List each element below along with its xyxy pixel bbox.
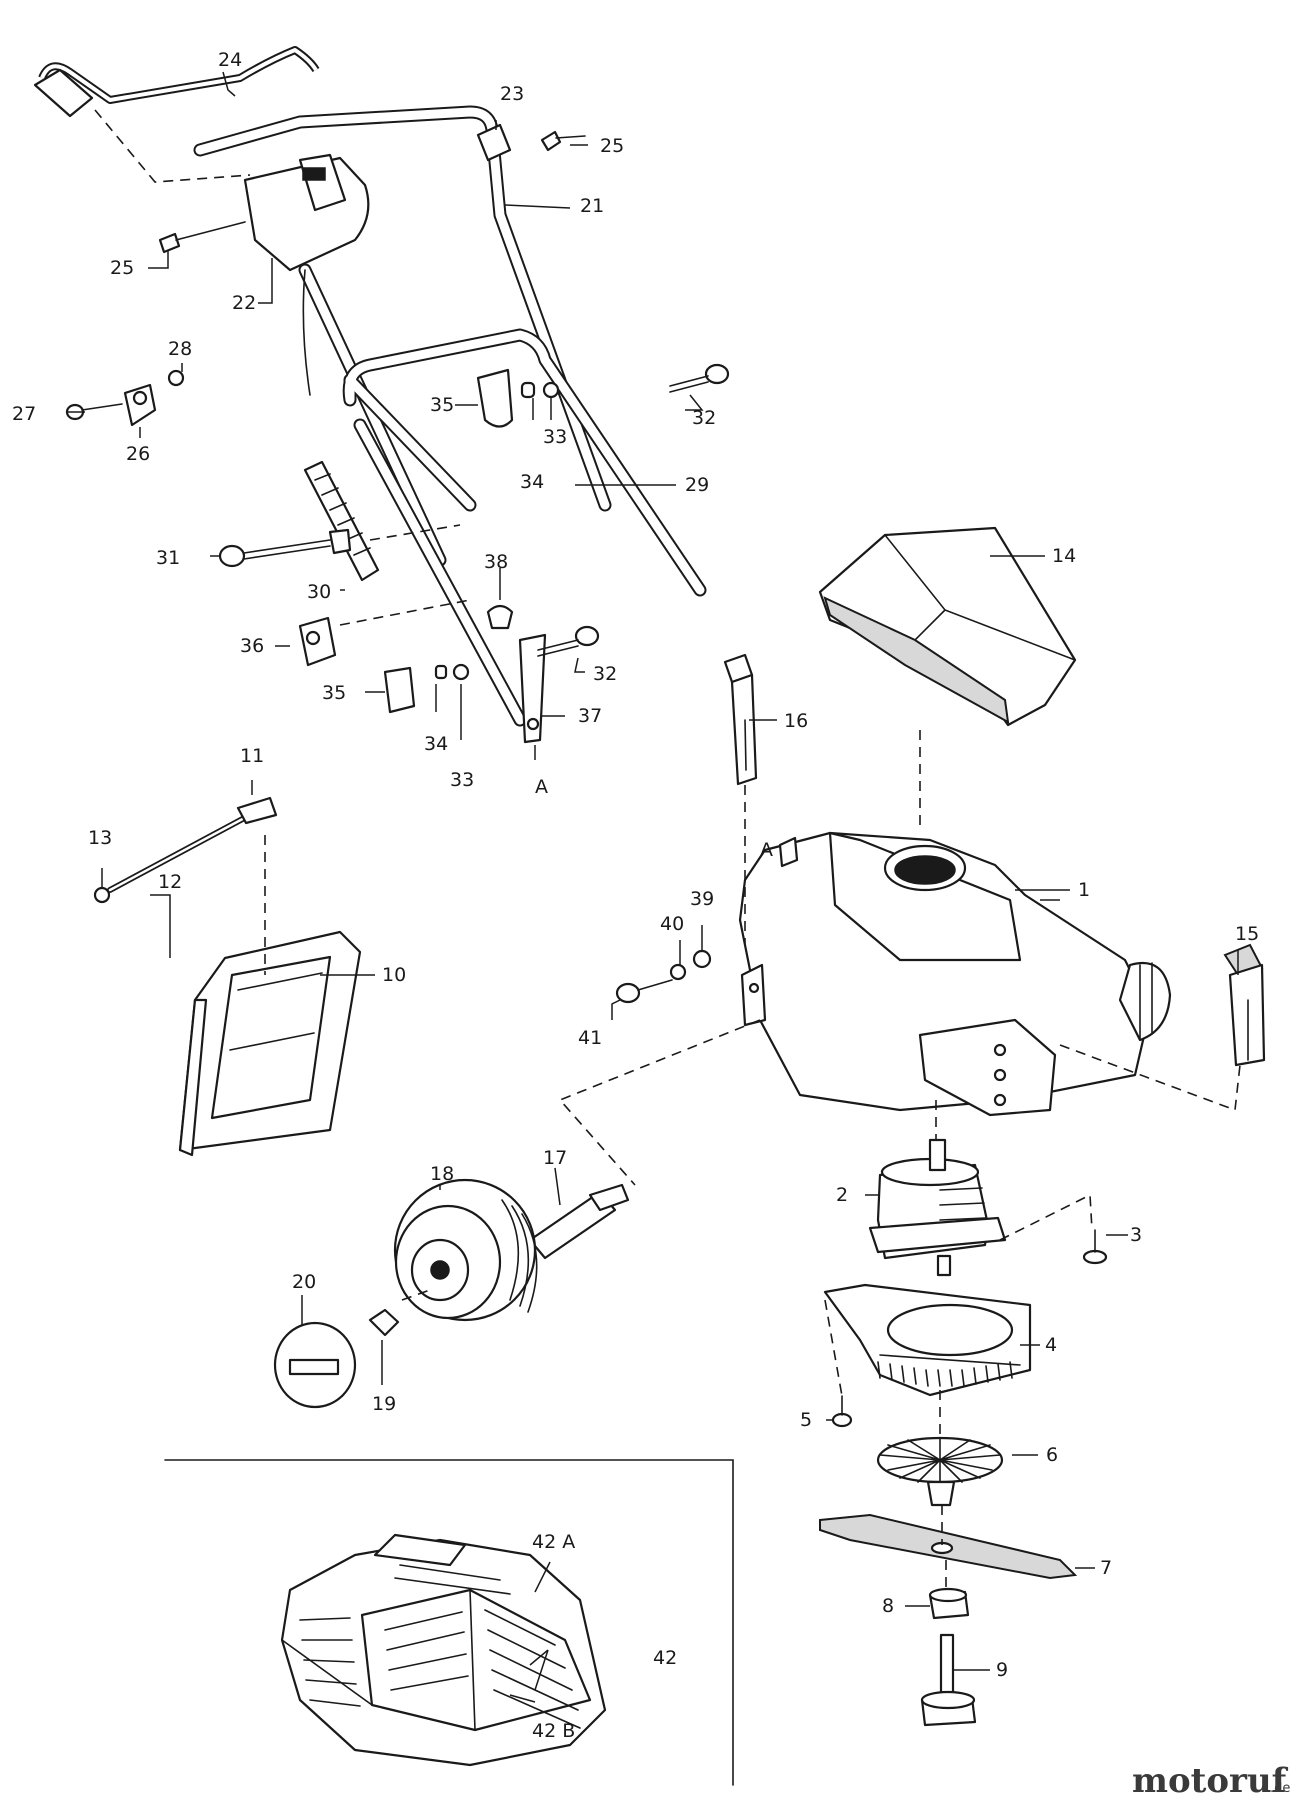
hardware-deck-bolts: [615, 949, 712, 1004]
callout-21: 21: [580, 195, 604, 217]
part-nut-19: [368, 1308, 400, 1337]
callout-30: 30: [307, 581, 331, 603]
callout-31: 31: [156, 547, 180, 569]
callout-6: 6: [1046, 1444, 1058, 1466]
callout-26: 26: [126, 443, 150, 465]
part-grass-box-lid-14: [818, 526, 1077, 727]
hardware-screw-3: [1082, 1229, 1108, 1265]
callout-33-upper: 33: [543, 426, 567, 448]
part-hub-8: [928, 1587, 970, 1620]
callout-25-left: 25: [110, 257, 134, 279]
callout-12: 12: [158, 871, 182, 893]
callout-23: 23: [500, 83, 524, 105]
part-height-rack-30: [303, 460, 380, 582]
callout-24: 24: [218, 49, 242, 71]
callout-32-upper: 32: [692, 407, 716, 429]
callout-16: 16: [784, 710, 808, 732]
callout-5: 5: [800, 1409, 812, 1431]
assembly-guide-lines: [94, 109, 1241, 1590]
part-lower-handle: [342, 328, 707, 727]
part-axle-17: [528, 1183, 630, 1260]
part-fan-housing-4: [823, 1283, 1032, 1397]
part-rear-flap-10: [178, 930, 362, 1157]
callout-14: 14: [1052, 545, 1076, 567]
callout-29: 29: [685, 474, 709, 496]
watermark-domain: .de: [1270, 1781, 1290, 1796]
hardware-bolts: [65, 130, 730, 714]
part-handle-clamp-23: [476, 123, 512, 162]
part-mower-deck-1: [738, 831, 1172, 1117]
part-hubcap-20: [273, 1321, 357, 1409]
callout-25-right: 25: [600, 135, 624, 157]
inset-frame: [164, 1459, 734, 1786]
callout-13: 13: [88, 827, 112, 849]
part-grass-bag-42: [280, 1533, 607, 1767]
callout-27: 27: [12, 403, 36, 425]
callout-36: 36: [240, 635, 264, 657]
part-switch-box: [243, 153, 370, 396]
callout-19: 19: [372, 1393, 396, 1415]
callout-leaders: [66, 71, 1239, 1703]
part-clip-15: [1223, 943, 1266, 1067]
part-cable-bow: [33, 46, 320, 118]
callout-10: 10: [382, 964, 406, 986]
callout-4: 4: [1045, 1334, 1057, 1356]
callout-a-handle: A: [535, 776, 548, 798]
callout-2: 2: [836, 1184, 848, 1206]
callout-18: 18: [430, 1163, 454, 1185]
watermark-brand: motoruf: [1132, 1761, 1289, 1800]
callout-8: 8: [882, 1595, 894, 1617]
callout-35-upper: 35: [430, 394, 454, 416]
callout-1: 1: [1078, 879, 1090, 901]
callout-42: 42: [653, 1647, 677, 1669]
part-bolt-9: [920, 1633, 977, 1727]
watermark-logo: motoruf .de: [1132, 1761, 1290, 1801]
callout-a-deck: A: [760, 839, 773, 861]
part-flap-rod-12: [93, 796, 278, 904]
callout-labels: 24 23 25 21 25 22 28 27 26 35 33 34 32 2…: [12, 49, 1259, 1742]
callout-9: 9: [996, 1659, 1008, 1681]
part-motor-2: [868, 1138, 1007, 1277]
part-wheel-18: [393, 1178, 538, 1322]
callout-34-lower: 34: [424, 733, 448, 755]
callout-38: 38: [484, 551, 508, 573]
callout-11: 11: [240, 745, 264, 767]
callout-17: 17: [543, 1147, 567, 1169]
part-clip-16: [723, 653, 758, 786]
callout-20: 20: [292, 1271, 316, 1293]
callout-34-upper: 34: [520, 471, 544, 493]
callout-40: 40: [660, 913, 684, 935]
callout-22: 22: [232, 292, 256, 314]
callout-42a: 42 A: [532, 1531, 575, 1553]
callout-35-lower: 35: [322, 682, 346, 704]
callout-39: 39: [690, 888, 714, 910]
callout-42b: 42 B: [532, 1720, 575, 1742]
callout-41: 41: [578, 1027, 602, 1049]
hardware-screw-5: [831, 1395, 853, 1428]
callout-7: 7: [1100, 1557, 1112, 1579]
callout-28: 28: [168, 338, 192, 360]
part-fan-6: [876, 1436, 1004, 1507]
part-height-rail-37: [518, 633, 547, 744]
callout-3: 3: [1130, 1224, 1142, 1246]
callout-15: 15: [1235, 923, 1259, 945]
callout-37: 37: [578, 705, 602, 727]
part-blade-7: [819, 1513, 1078, 1580]
callout-32-lower: 32: [593, 663, 617, 685]
callout-33-lower: 33: [450, 769, 474, 791]
